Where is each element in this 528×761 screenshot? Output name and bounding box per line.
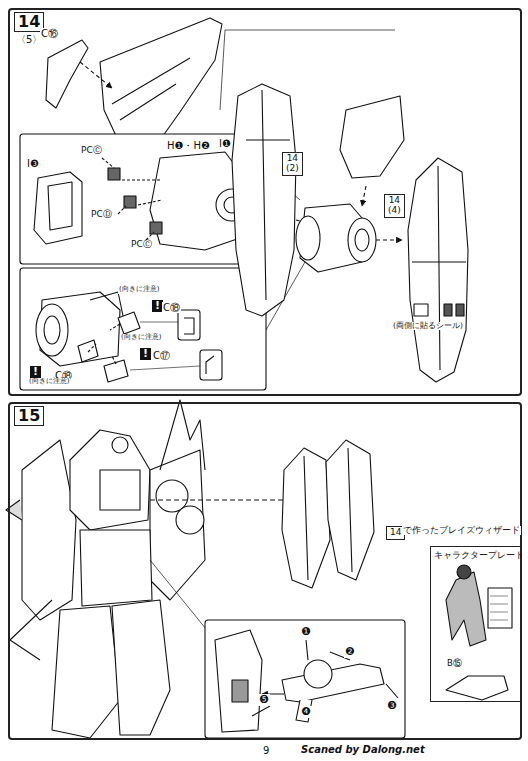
node-text: 〈5〉	[16, 34, 42, 45]
part-label: I❶	[218, 138, 232, 149]
part-label: (向きに注意)	[28, 378, 70, 386]
part-label: I❸	[26, 158, 40, 169]
step-panel: 14〈5〉14(2)14(4)	[8, 8, 522, 396]
part-label: ❶	[300, 626, 312, 638]
node-text: (2)	[286, 164, 299, 174]
node-text: B⑮	[447, 659, 462, 668]
part-label: ❹	[300, 706, 312, 718]
callout-box: 14(2)	[282, 152, 303, 176]
part-label: PCⒹ	[90, 210, 113, 220]
callout-box: 14(4)	[384, 194, 405, 218]
node-text: 14	[390, 528, 401, 538]
node-text: キャラクタープレート	[434, 551, 524, 560]
part-label: PCⒸ	[80, 146, 103, 156]
part-label: !	[140, 348, 151, 360]
node-text: 14	[287, 154, 298, 164]
part-label: で作ったブレイズウィザード	[402, 526, 521, 535]
node-text: 14	[389, 196, 400, 206]
part-label: C⑰	[152, 350, 171, 361]
part-label: ❸	[386, 700, 398, 712]
part-label: H❶・H❷	[166, 140, 211, 151]
part-label: C⑯	[40, 28, 59, 39]
step-panel: 15 14 キャラクタープレート B⑮	[8, 402, 522, 740]
part-label: 9	[262, 745, 270, 756]
step-number: 15	[14, 406, 44, 426]
part-label: C⑱	[162, 302, 181, 313]
part-label: !	[30, 366, 41, 378]
part-label: (向きに注意)	[118, 286, 160, 294]
node-text: (4)	[388, 206, 401, 216]
part-label: ❺	[258, 694, 270, 706]
part-label: PCⒸ	[130, 240, 153, 250]
part-label: (向きに注意)	[120, 334, 162, 342]
plate-box: キャラクタープレート B⑮	[430, 546, 522, 702]
part-label: Scaned by Dalong.net	[300, 744, 426, 755]
part-label: ❷	[344, 646, 356, 658]
part-label: (両側に貼るシール)	[392, 322, 464, 330]
